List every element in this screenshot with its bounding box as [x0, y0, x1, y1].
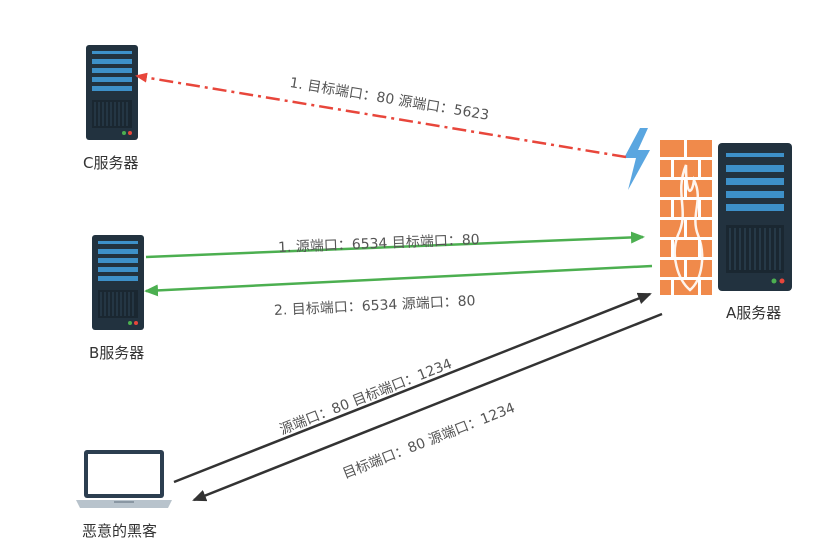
b-server-icon	[92, 235, 144, 330]
edge-a-to-hacker	[192, 312, 663, 502]
a-server-label: A服务器	[726, 304, 782, 322]
edge-b-to-a	[145, 231, 645, 259]
c-server-icon	[86, 45, 138, 140]
firewall-icon	[660, 140, 712, 295]
edge-a-to-c	[135, 72, 627, 159]
laptop-icon	[76, 450, 172, 508]
a-server-icon	[718, 143, 792, 291]
edge-hacker-to-a	[173, 292, 652, 484]
lightning-icon	[624, 128, 650, 190]
b-server-label: B服务器	[89, 344, 145, 362]
edge-a-to-b	[144, 264, 653, 297]
c-server-label: C服务器	[83, 154, 139, 172]
hacker-label: 恶意的黑客	[82, 522, 158, 540]
